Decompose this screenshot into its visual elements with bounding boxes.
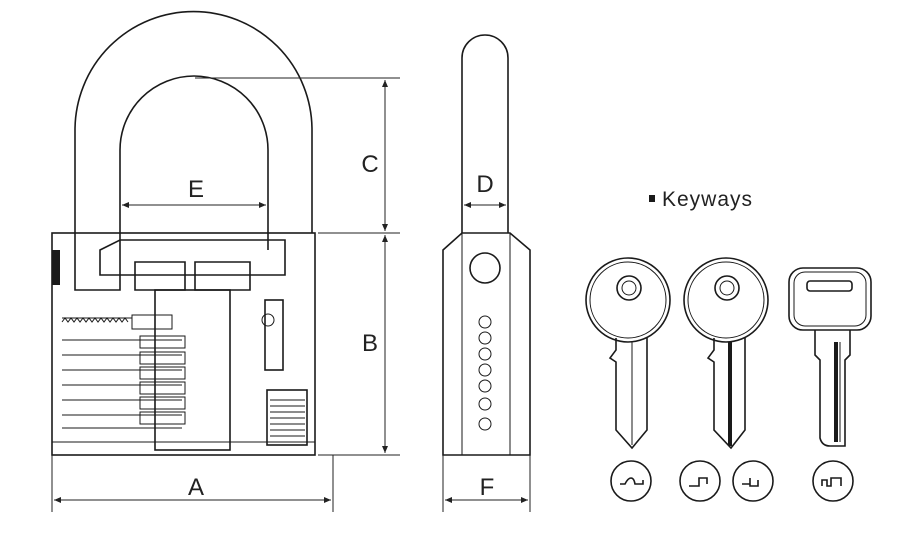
key-3 xyxy=(788,267,872,502)
key-2 xyxy=(679,257,774,502)
lock-body xyxy=(51,232,316,456)
front-view: A B C E xyxy=(51,10,400,512)
dimension-A: A xyxy=(51,455,334,512)
side-view: D F xyxy=(442,34,531,512)
label-E: E xyxy=(188,176,204,203)
shackle xyxy=(74,10,313,270)
label-B: B xyxy=(362,330,378,357)
dimension-B: B xyxy=(318,232,400,456)
key-1 xyxy=(585,257,671,502)
spring-pins xyxy=(61,314,305,437)
dimension-D: D xyxy=(464,171,506,208)
dimension-C: C xyxy=(195,77,400,231)
label-F: F xyxy=(480,474,495,501)
side-shackle xyxy=(461,34,509,233)
dimension-E: E xyxy=(122,176,266,208)
dimension-F: F xyxy=(442,455,531,512)
label-D: D xyxy=(476,171,493,198)
keyways-section: Keyways xyxy=(585,188,872,502)
keyways-label: Keyways xyxy=(662,188,753,211)
label-A: A xyxy=(188,474,204,501)
label-C: C xyxy=(361,151,378,178)
